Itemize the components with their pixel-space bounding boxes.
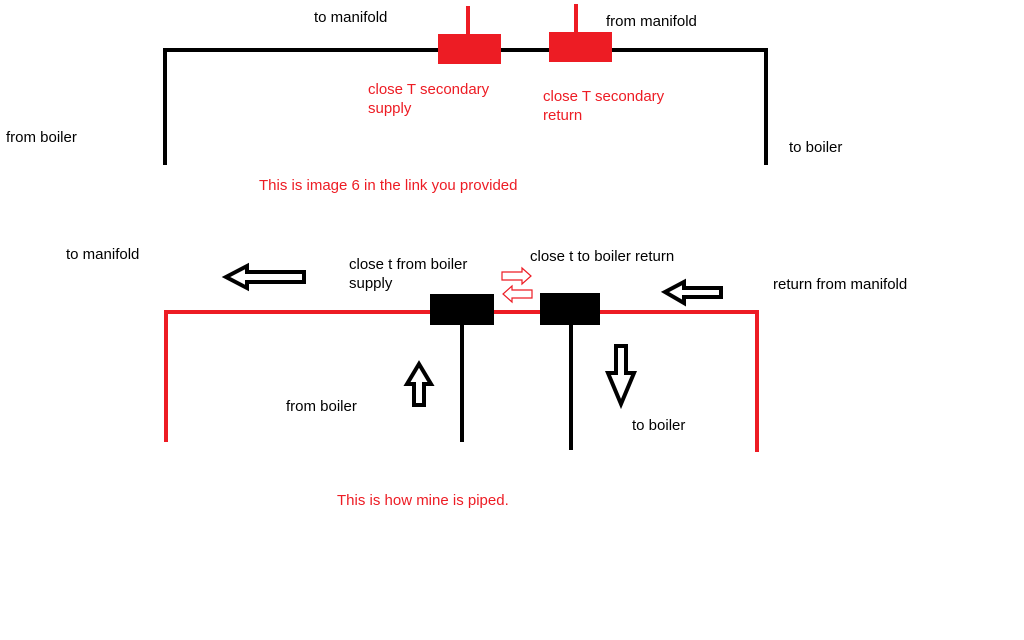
- label-top-tee-supply-line2: supply: [368, 100, 412, 117]
- label-top-tee-supply: close T secondary supply: [368, 80, 489, 118]
- label-bottom-from-boiler: from boiler: [286, 398, 357, 415]
- label-bottom-to-manifold: to manifold: [66, 246, 140, 263]
- label-top-tee-supply-line1: close T secondary: [368, 81, 490, 98]
- label-bottom-to-boiler: to boiler: [632, 417, 686, 434]
- label-bottom-tee-return: close t to boiler return: [530, 248, 675, 265]
- label-top-from-manifold: from manifold: [606, 13, 697, 30]
- label-top-tee-return-line2: return: [543, 107, 583, 124]
- caption-top: This is image 6 in the link you provided: [259, 177, 518, 194]
- label-top-to-boiler: to boiler: [789, 139, 843, 156]
- caption-bottom: This is how mine is piped.: [337, 492, 509, 509]
- bottom-piping-diagram: [164, 262, 759, 452]
- top-piping-diagram: [163, 4, 768, 165]
- label-top-tee-return-line1: close T secondary: [543, 88, 665, 105]
- small-arrow-left: [502, 284, 533, 304]
- arrow-left-to-manifold: [221, 262, 306, 292]
- small-arrow-right: [501, 266, 532, 286]
- label-top-from-boiler: from boiler: [6, 129, 77, 146]
- bottom-tee-supply: [430, 294, 494, 325]
- bottom-tee-return: [540, 293, 600, 325]
- label-bottom-tee-supply: close t from boiler supply: [349, 255, 467, 293]
- top-tee-supply: [438, 34, 501, 64]
- label-top-to-manifold: to manifold: [314, 9, 388, 26]
- arrow-left-return-from-manifold: [660, 278, 723, 307]
- label-bottom-return-from-manifold: return from manifold: [773, 276, 908, 293]
- label-bottom-tee-supply-line1: close t from boiler: [349, 256, 468, 273]
- label-bottom-tee-supply-line2: supply: [349, 275, 393, 292]
- arrow-up-from-boiler: [403, 360, 435, 407]
- top-tee-return: [549, 32, 612, 62]
- label-top-tee-return: close T secondary return: [543, 87, 664, 125]
- arrow-down-to-boiler: [604, 344, 638, 410]
